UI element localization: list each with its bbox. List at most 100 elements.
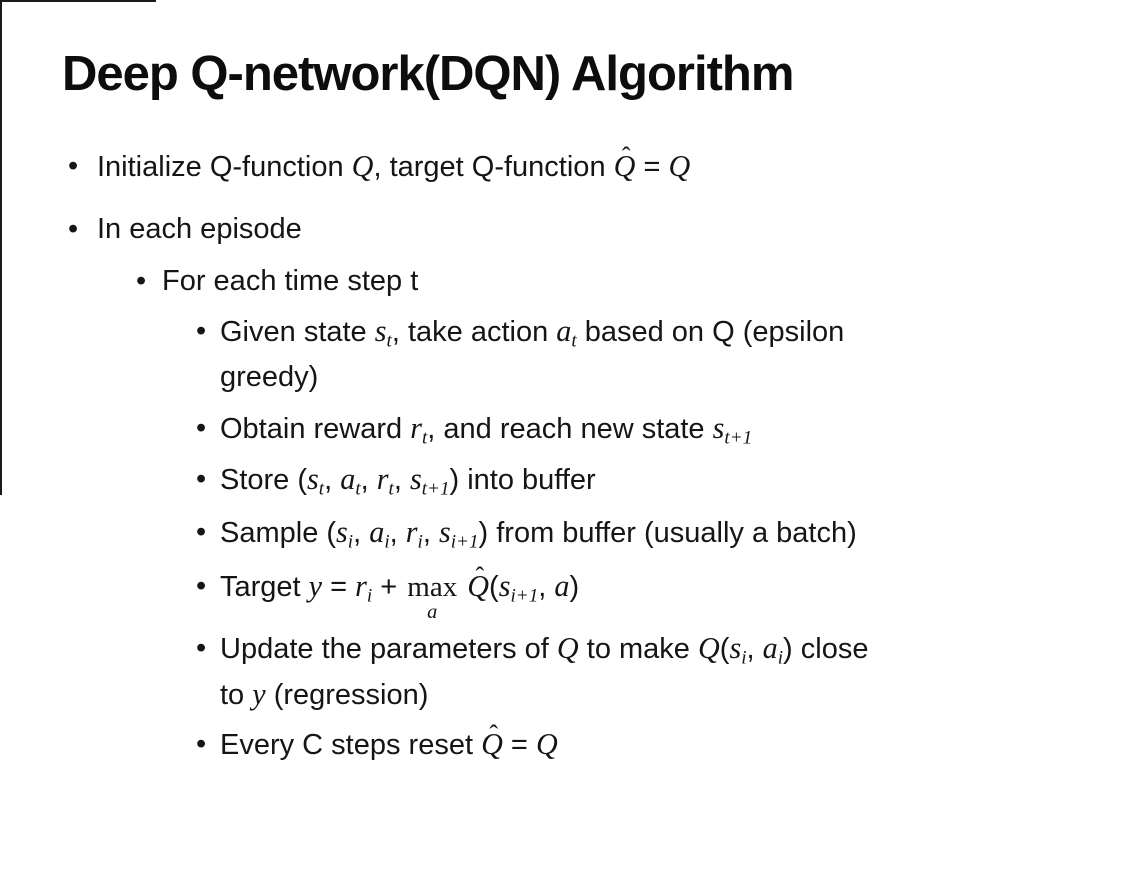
math-subscript: i: [741, 647, 747, 669]
math-var: a: [762, 631, 778, 666]
text-run: =: [635, 151, 669, 183]
bullet-list: • Initialize Q-function Q, target Q-funct…: [0, 142, 1100, 768]
text-run: Target: [220, 571, 309, 603]
bullet-marker: •: [196, 412, 207, 444]
bullet-line: Update the parameters of Q to make Q(si,…: [220, 626, 1100, 672]
page-edge-line-top: [0, 0, 156, 2]
bullet-item: •In each episode: [0, 207, 1100, 252]
text-run: [459, 571, 467, 603]
bullet-item: •Store (st, at, rt, st+1) into buffer: [0, 457, 1100, 503]
math-var: r: [405, 515, 418, 549]
text-run: ): [569, 571, 580, 603]
math-var: s: [307, 462, 319, 496]
math-var-subscripted: si+1: [498, 569, 539, 607]
math-subscript: i+1: [510, 585, 539, 607]
bullet-line: to y (regression): [220, 672, 1100, 718]
math-var: s: [336, 515, 348, 549]
bullet-line: In each episode: [97, 207, 1100, 252]
math-var-subscripted: ri: [355, 569, 372, 605]
math-subscript: t: [386, 330, 392, 352]
math-subscript: i+1: [450, 531, 479, 553]
bullet-line: For each time step t: [162, 259, 1100, 304]
text-run: ) close: [783, 633, 869, 666]
text-run: (: [489, 571, 499, 603]
math-var-subscripted: st: [307, 462, 324, 498]
bullet-item: •Obtain reward rt, and reach new state s…: [0, 406, 1100, 452]
bullet-item: •Sample (si, ai, ri, si+1) from buffer (…: [0, 510, 1100, 556]
math-var-subscripted: st+1: [409, 462, 450, 500]
hat-accent: ˆ: [621, 141, 631, 171]
math-var: a: [554, 569, 570, 603]
text-run: Obtain reward: [220, 413, 411, 445]
hat-accent: ˆ: [475, 561, 485, 591]
text-run: , take action: [391, 316, 557, 348]
text-run: Sample (: [220, 517, 337, 549]
math-var: Q: [481, 727, 503, 762]
bullet-line: Obtain reward rt, and reach new state st…: [220, 406, 1100, 452]
text-run: , and reach new state: [427, 413, 713, 445]
math-var: r: [355, 569, 367, 603]
math-var: r: [376, 462, 389, 496]
math-var: a: [556, 314, 572, 348]
bullet-line: Given state st, take action at based on …: [220, 309, 1100, 355]
math-var-subscripted: si: [729, 631, 746, 667]
math-subscript: i: [417, 531, 423, 553]
math-var: Q: [535, 727, 558, 762]
math-var-subscripted: st+1: [712, 411, 753, 447]
math-subscript: t: [421, 427, 428, 449]
text-run: greedy): [220, 361, 319, 393]
bullet-item: • Update the parameters of Q to make Q(si…: [0, 626, 1100, 718]
bullet-marker: •: [196, 516, 207, 548]
text-run: ) into buffer: [449, 464, 596, 496]
math-subscript: i: [777, 647, 784, 669]
math-var: s: [409, 462, 422, 496]
text-run: ,: [393, 464, 410, 496]
math-var-subscripted: si+1: [439, 515, 479, 553]
math-subscript: t: [571, 330, 577, 352]
math-var: a: [340, 462, 356, 496]
hat-accent: ˆ: [489, 719, 499, 749]
page-edge-line-left: [0, 0, 2, 495]
math-var: Q: [697, 631, 720, 666]
text-run: In each episode: [97, 213, 302, 245]
text-run: ,: [538, 571, 555, 603]
text-run: Given state: [220, 316, 375, 348]
slide-title: Deep Q-network(DQN) Algorithm: [62, 47, 794, 101]
text-run: (regression): [265, 679, 429, 712]
text-run: (: [719, 633, 730, 666]
bullet-marker: •: [196, 632, 207, 665]
math-var-subscripted: ai: [369, 515, 389, 551]
text-run: ,: [324, 464, 341, 496]
operator-under-var: a: [427, 601, 438, 624]
text-run: , target Q-function: [373, 151, 614, 183]
math-subscript: t+1: [421, 478, 450, 500]
bullet-item: •Initialize Q-function Q, target Q-funct…: [0, 142, 1100, 190]
math-subscript: t: [355, 478, 361, 500]
text-run: to: [220, 679, 253, 712]
bullet-line: greedy): [220, 355, 1100, 400]
text-run: =: [322, 571, 356, 603]
bullet-line: Initialize Q-function Q, target Q-functi…: [97, 142, 1100, 190]
math-var: y: [308, 569, 323, 603]
text-run: ,: [746, 633, 763, 666]
math-var: s: [498, 569, 511, 603]
text-run: For each time step t: [162, 265, 419, 297]
math-var: s: [712, 411, 725, 445]
text-run: ,: [360, 464, 377, 496]
text-run: ,: [422, 517, 439, 549]
math-var: Q: [467, 569, 490, 603]
bullet-item: •For each time step t: [0, 259, 1100, 304]
math-var: s: [729, 631, 742, 666]
math-var: s: [374, 314, 387, 348]
bullet-marker: •: [196, 463, 207, 495]
math-var: Q: [351, 149, 374, 183]
bullet-item: •Given state st, take action at based on…: [0, 309, 1100, 400]
math-var-subscripted: st: [374, 314, 392, 352]
